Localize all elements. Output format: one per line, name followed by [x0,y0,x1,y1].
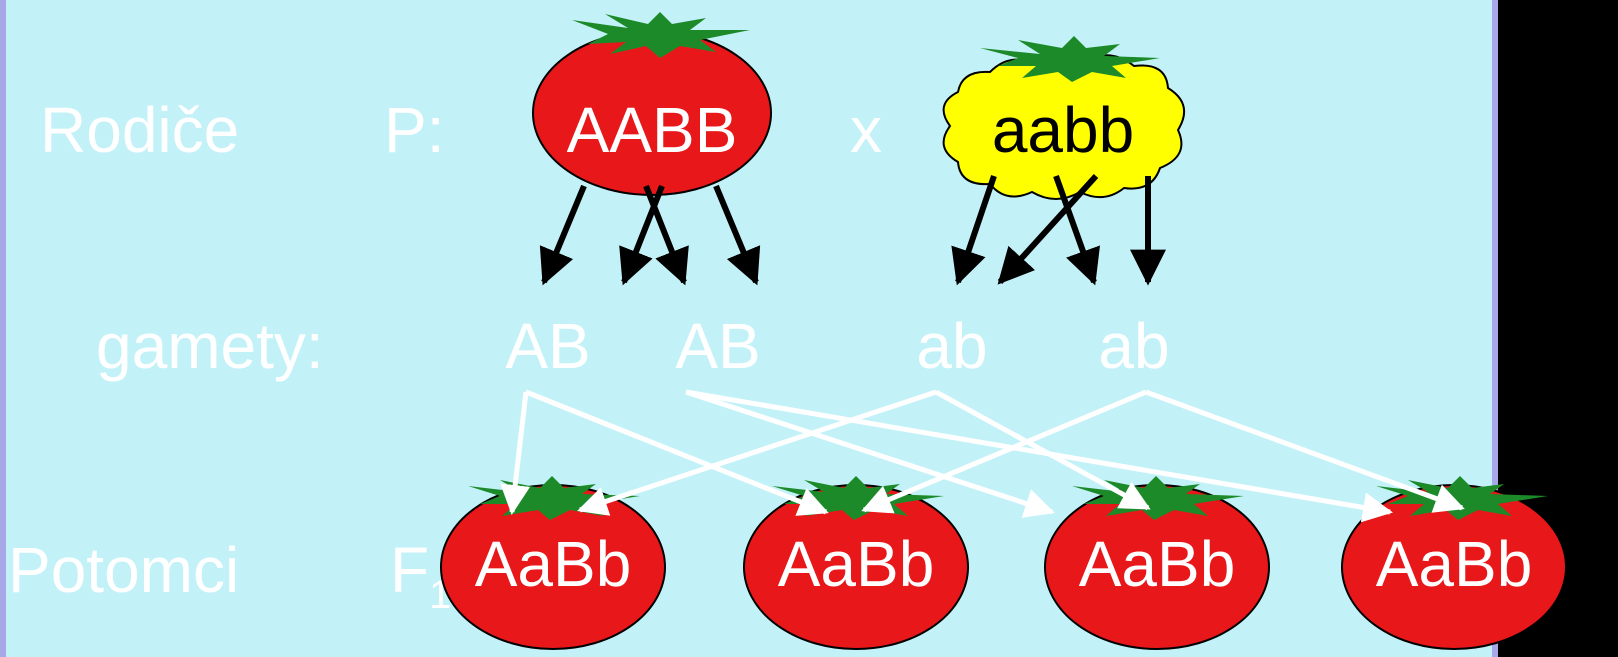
parents-label: Rodiče [40,94,239,166]
black-arrow-1 [539,184,587,286]
white-arrow-2 [525,389,829,516]
parent-to-gamete-arrows [539,173,1166,286]
white-arrow-4 [685,389,1393,523]
gamete-3: ab [916,310,987,382]
gametes-label: gamety: [96,310,324,382]
gamete-4: ab [1098,310,1169,382]
black-arrow-4 [713,184,761,286]
white-arrow-8 [1145,389,1465,513]
p-generation-label: P: [384,94,444,166]
white-arrow-7 [861,389,1147,514]
white-arrow-1 [500,391,531,515]
gamete-2: AB [675,310,760,382]
black-arrow-7 [1053,174,1101,286]
red-parent-genotype: AABB [567,94,738,166]
offspring-2-genotype: AaBb [778,528,935,600]
white-arrow-3 [685,389,1055,518]
offspring-3-leaves [1072,476,1244,520]
offspring-3-genotype: AaBb [1079,528,1236,600]
gamete-1: AB [505,310,590,382]
offspring-label: Potomci [8,534,239,606]
offspring-1-genotype: AaBb [475,528,632,600]
red-parent-leaves [572,12,750,58]
black-arrow-2 [619,184,665,286]
white-arrow-6 [934,389,1151,511]
offspring-4-genotype: AaBb [1376,528,1533,600]
black-arrow-5 [951,175,997,286]
cross-symbol: x [850,94,882,166]
black-arrow-3 [643,184,689,286]
red-tomato-icon [1044,476,1270,650]
f1-letter: F [390,534,429,606]
yellow-tomato-icon [942,36,1186,200]
black-arrow-6 [997,173,1099,285]
white-arrow-5 [577,389,937,516]
left-border [0,0,6,657]
yellow-parent-genotype: aabb [992,94,1134,166]
gamete-to-offspring-arrows [500,389,1465,523]
right-border-accent [1492,0,1498,657]
yellow-parent-leaves [980,36,1160,82]
